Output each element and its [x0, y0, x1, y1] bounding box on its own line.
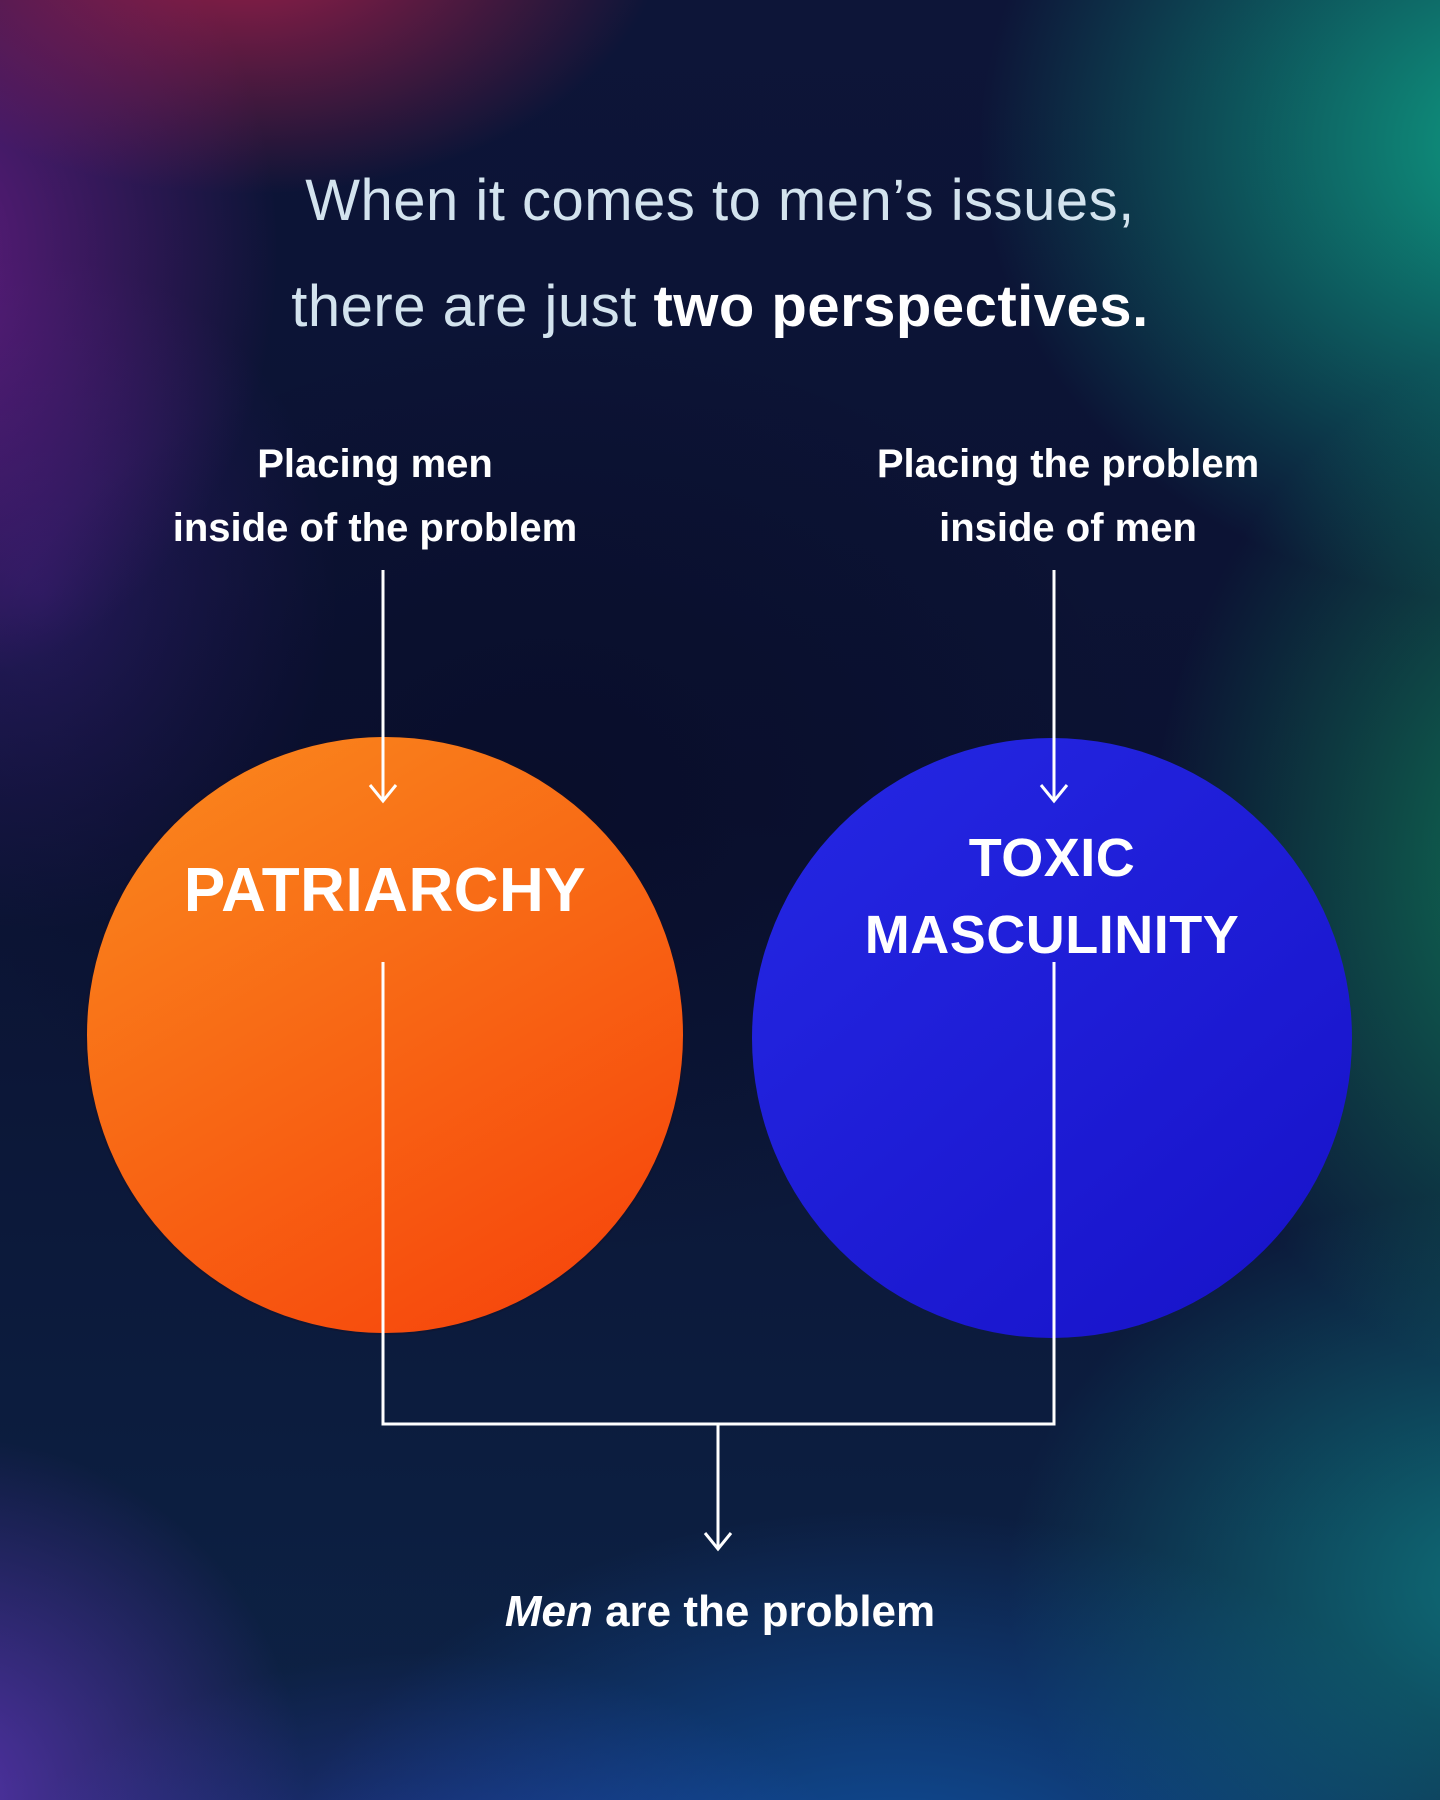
toxic-masculinity-label: TOXIC MASCULINITY	[752, 820, 1352, 974]
patriarchy-circle	[87, 737, 683, 1333]
title-line-2-prefix: there are just	[291, 274, 654, 339]
conclusion-emphasis: Men	[504, 1587, 593, 1636]
title-line-2-emphasis: two perspectives.	[653, 274, 1149, 339]
toxic-masculinity-label-line-2: MASCULINITY	[864, 905, 1240, 965]
right-caption-line-1: Placing the problem	[876, 442, 1260, 486]
toxic-masculinity-label-line-1: TOXIC	[968, 828, 1136, 888]
patriarchy-label: PATRIARCHY	[183, 856, 587, 925]
title-line-1: When it comes to men’s issues,	[0, 148, 1440, 254]
toxic-masculinity-circle	[752, 738, 1352, 1338]
right-caption-line-2: inside of men	[939, 506, 1197, 550]
conclusion-rest: are the problem	[592, 1587, 936, 1636]
left-caption: Placing men inside of the problem	[65, 432, 685, 560]
title-line-2: there are just two perspectives.	[0, 254, 1440, 360]
arrow-down-center-icon	[703, 1424, 733, 1552]
page-title: When it comes to men’s issues, there are…	[0, 148, 1440, 360]
left-caption-line-1: Placing men	[257, 442, 493, 486]
left-caption-line-2: inside of the problem	[172, 506, 578, 550]
title-line-1-text: When it comes to men’s issues,	[305, 168, 1135, 233]
right-caption: Placing the problem inside of men	[758, 432, 1378, 560]
conclusion-text: Men are the problem	[0, 1582, 1440, 1642]
